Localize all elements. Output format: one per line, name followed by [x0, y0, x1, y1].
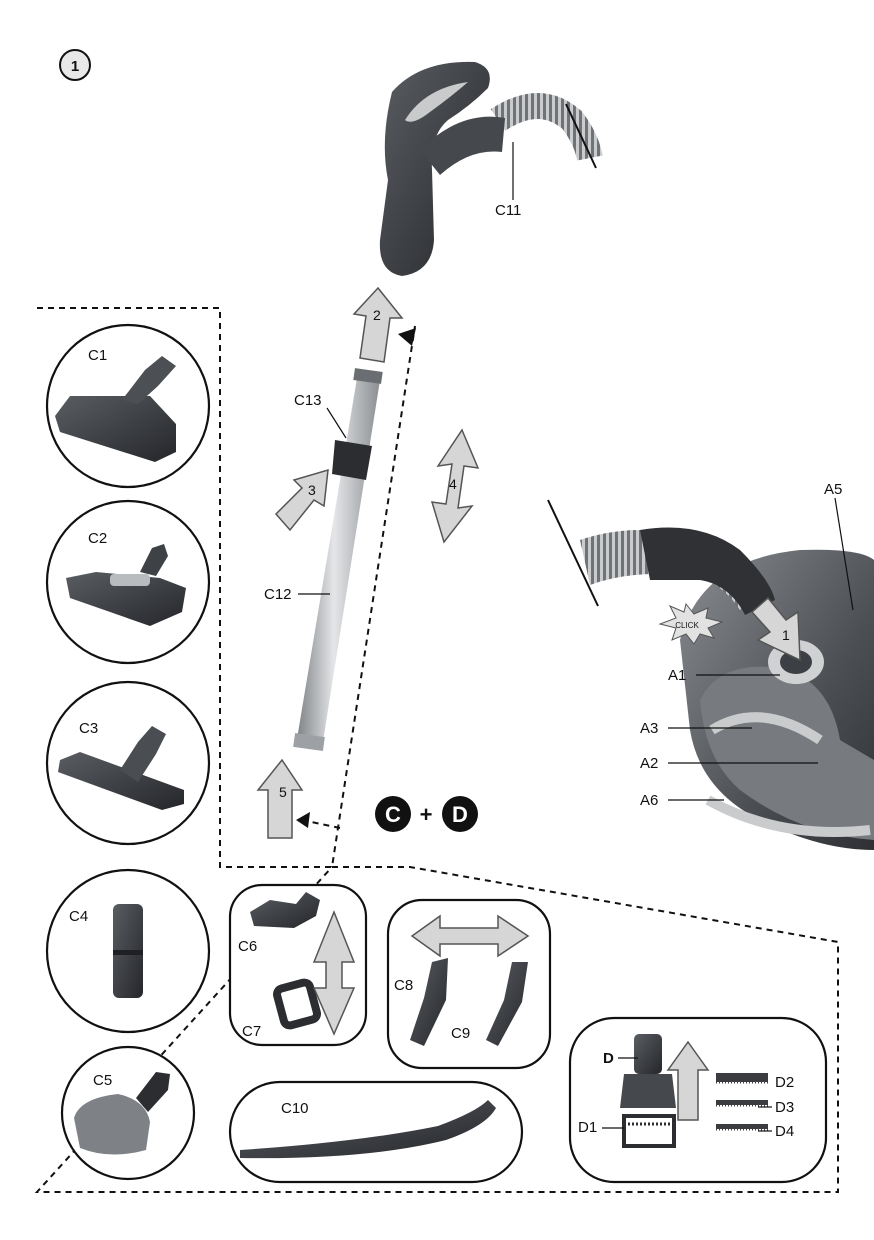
label-a5: A5 [824, 481, 842, 498]
accessory-c4: C4 [45, 868, 211, 1034]
svg-text:5: 5 [279, 784, 287, 800]
label-c3: C3 [79, 720, 98, 737]
dashed-arrow-2-head [398, 328, 416, 346]
label-a3: A3 [640, 720, 658, 737]
accessory-d-brush: D D1 D2 D3 D4 [568, 1016, 828, 1184]
svg-text:4: 4 [449, 476, 457, 492]
label-c7: C7 [242, 1023, 261, 1040]
svg-text:CLICK: CLICK [675, 621, 699, 630]
accessory-c6-c7: C6 C7 [228, 883, 368, 1047]
click-burst: CLICK [658, 602, 724, 645]
svg-text:3: 3 [308, 482, 316, 498]
svg-text:D: D [452, 802, 468, 827]
figure-number-badge: 1 [59, 49, 91, 81]
label-c12: C12 [264, 586, 292, 603]
tube-lock-c13 [332, 440, 372, 480]
accessory-c10: C10 [228, 1080, 524, 1184]
step-arrow-3: 3 [274, 468, 329, 532]
telescopic-tube-c12 [293, 368, 383, 752]
svg-text:+: + [420, 802, 433, 827]
svg-text:C: C [385, 802, 401, 827]
vacuum-cleaner-body [547, 499, 874, 850]
svg-text:2: 2 [373, 307, 381, 323]
label-d3: D3 [775, 1099, 794, 1116]
combo-badge: C + D [375, 796, 478, 832]
accessory-c5: C5 [60, 1045, 196, 1181]
label-c8: C8 [394, 977, 413, 994]
accessory-c1: C1 [45, 323, 211, 489]
label-d4: D4 [775, 1123, 794, 1140]
svg-text:1: 1 [782, 627, 790, 643]
accessory-c2: C2 [45, 499, 211, 665]
step-arrow-4: 4 [430, 428, 480, 544]
label-d2: D2 [775, 1074, 794, 1091]
label-c13: C13 [294, 392, 322, 409]
label-a2: A2 [640, 755, 658, 772]
label-c1: C1 [88, 347, 107, 364]
accessory-c8-c9: C8 C9 [386, 898, 552, 1070]
label-c5: C5 [93, 1072, 112, 1089]
label-a6: A6 [640, 792, 658, 809]
label-d: D [603, 1050, 614, 1067]
label-c9: C9 [451, 1025, 470, 1042]
step-arrow-1: 1 [750, 596, 801, 662]
label-d1: D1 [578, 1119, 597, 1136]
step-arrow-2: 2 [352, 286, 404, 363]
label-a1: A1 [668, 667, 686, 684]
figure-number: 1 [71, 58, 79, 75]
accessories-outline [34, 307, 839, 1193]
label-c2: C2 [88, 530, 107, 547]
accessory-c3: C3 [45, 680, 211, 846]
label-c11: C11 [495, 202, 521, 219]
label-c4: C4 [69, 908, 88, 925]
label-c6: C6 [238, 938, 257, 955]
step-arrow-5: 5 [256, 758, 304, 839]
label-c10: C10 [281, 1100, 309, 1117]
hose-handle-c11 [379, 61, 603, 276]
